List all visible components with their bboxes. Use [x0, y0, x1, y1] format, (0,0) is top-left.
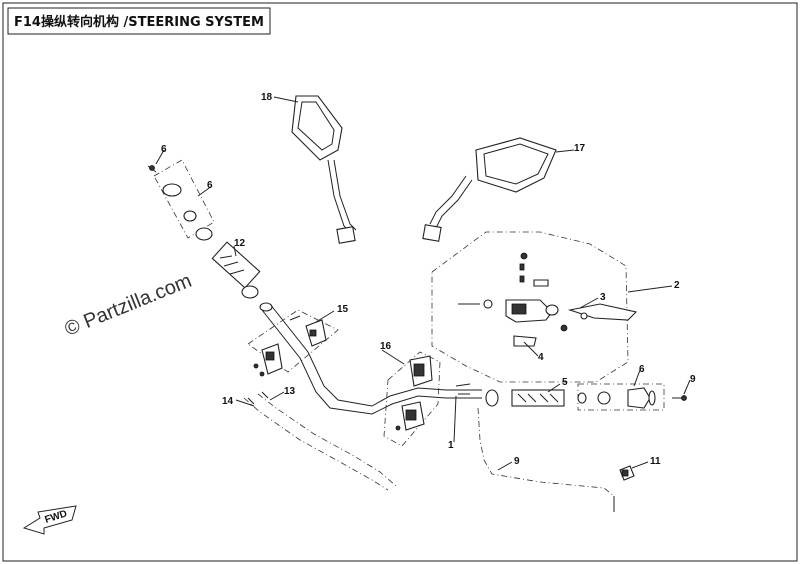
handlebar-mark [455, 383, 471, 387]
left-bar-end-icon [147, 159, 215, 241]
left-grip-icon [211, 241, 261, 299]
callout-leaders [155, 96, 691, 471]
callout-16: 16 [380, 341, 392, 352]
right-bar-end-icon [577, 383, 687, 411]
brake-cable-icon [477, 407, 635, 512]
callout-9-left: 6 [161, 144, 167, 155]
watermark: © Partzilla.com [62, 270, 195, 341]
right-grip-icon [485, 389, 565, 407]
fwd-arrow-icon: FWD [22, 505, 77, 535]
callout-10: 9 [514, 456, 520, 467]
callout-9-right: 9 [690, 374, 696, 385]
callout-17: 18 [261, 92, 273, 103]
callout-2: 2 [674, 280, 680, 291]
callout-6-left: 6 [207, 180, 213, 191]
callout-15: 15 [337, 304, 349, 315]
page-title: F14操纵转向机构 /STEERING SYSTEM [14, 14, 264, 30]
callout-13: 13 [284, 386, 296, 397]
callout-1: 1 [448, 440, 454, 451]
mirror-right-icon [422, 137, 557, 242]
callout-6-right: 6 [639, 364, 645, 375]
handlebar-icon [259, 302, 482, 415]
throttle-cables-icon [243, 391, 397, 491]
title-box [7, 7, 271, 35]
callout-18: 17 [574, 143, 586, 154]
left-switch-housing-icon [247, 309, 339, 377]
right-switch-housing-icon [383, 351, 441, 447]
callout-11: 11 [650, 456, 661, 467]
callout-5: 5 [562, 377, 568, 388]
callout-4: 4 [538, 352, 544, 363]
callout-12: 12 [234, 238, 246, 249]
callout-14: 14 [222, 396, 234, 407]
brake-lever-assembly-icon [431, 231, 638, 383]
mirror-left-icon [291, 95, 357, 244]
callout-3: 3 [600, 292, 606, 303]
